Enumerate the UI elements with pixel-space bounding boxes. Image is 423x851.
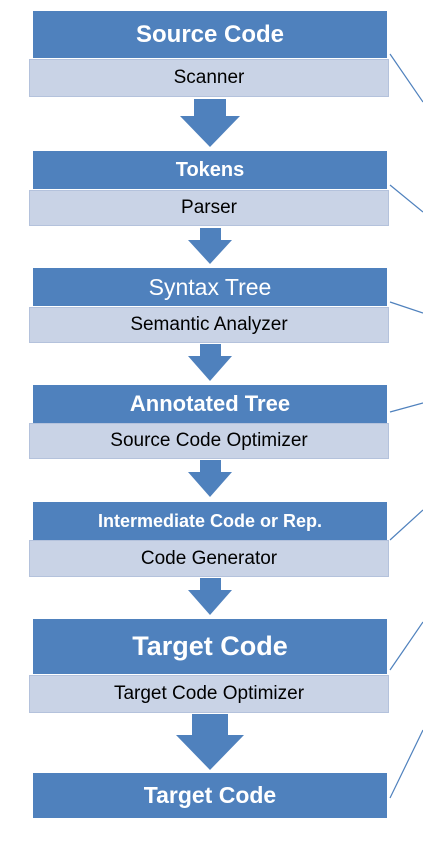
callout-line-6 — [389, 621, 423, 671]
stage-header-source-code: Source Code — [33, 11, 387, 58]
callout-line-3 — [389, 301, 423, 314]
phase-box-parser: Parser — [29, 190, 389, 226]
callout-line-4 — [389, 402, 423, 413]
callout-line-2 — [389, 184, 423, 213]
phase-box-code-generator: Code Generator — [29, 540, 389, 577]
flow-arrow-5 — [188, 578, 232, 615]
stage-header-target-code: Target Code — [33, 619, 387, 674]
stage-header-annotated-tree: Annotated Tree — [33, 385, 387, 423]
flow-arrow-4 — [188, 460, 232, 497]
stage-header-tokens: Tokens — [33, 151, 387, 189]
phase-box-source-code-optimizer: Source Code Optimizer — [29, 423, 389, 459]
phase-box-target-code-optimizer: Target Code Optimizer — [29, 675, 389, 713]
callout-line-5 — [389, 509, 423, 541]
stage-header-syntax-tree: Syntax Tree — [33, 268, 387, 306]
callout-line-7 — [389, 729, 423, 799]
phase-box-scanner: Scanner — [29, 59, 389, 97]
flow-arrow-3 — [188, 344, 232, 381]
stage-header-intermediate-code: Intermediate Code or Rep. — [33, 502, 387, 540]
flow-arrow-2 — [188, 228, 232, 264]
phase-box-semantic-analyzer: Semantic Analyzer — [29, 307, 389, 343]
flow-arrow-1 — [180, 99, 240, 147]
flow-arrow-6 — [176, 714, 244, 770]
stage-header-target-code-final: Target Code — [33, 773, 387, 818]
callout-line-1 — [389, 53, 423, 103]
